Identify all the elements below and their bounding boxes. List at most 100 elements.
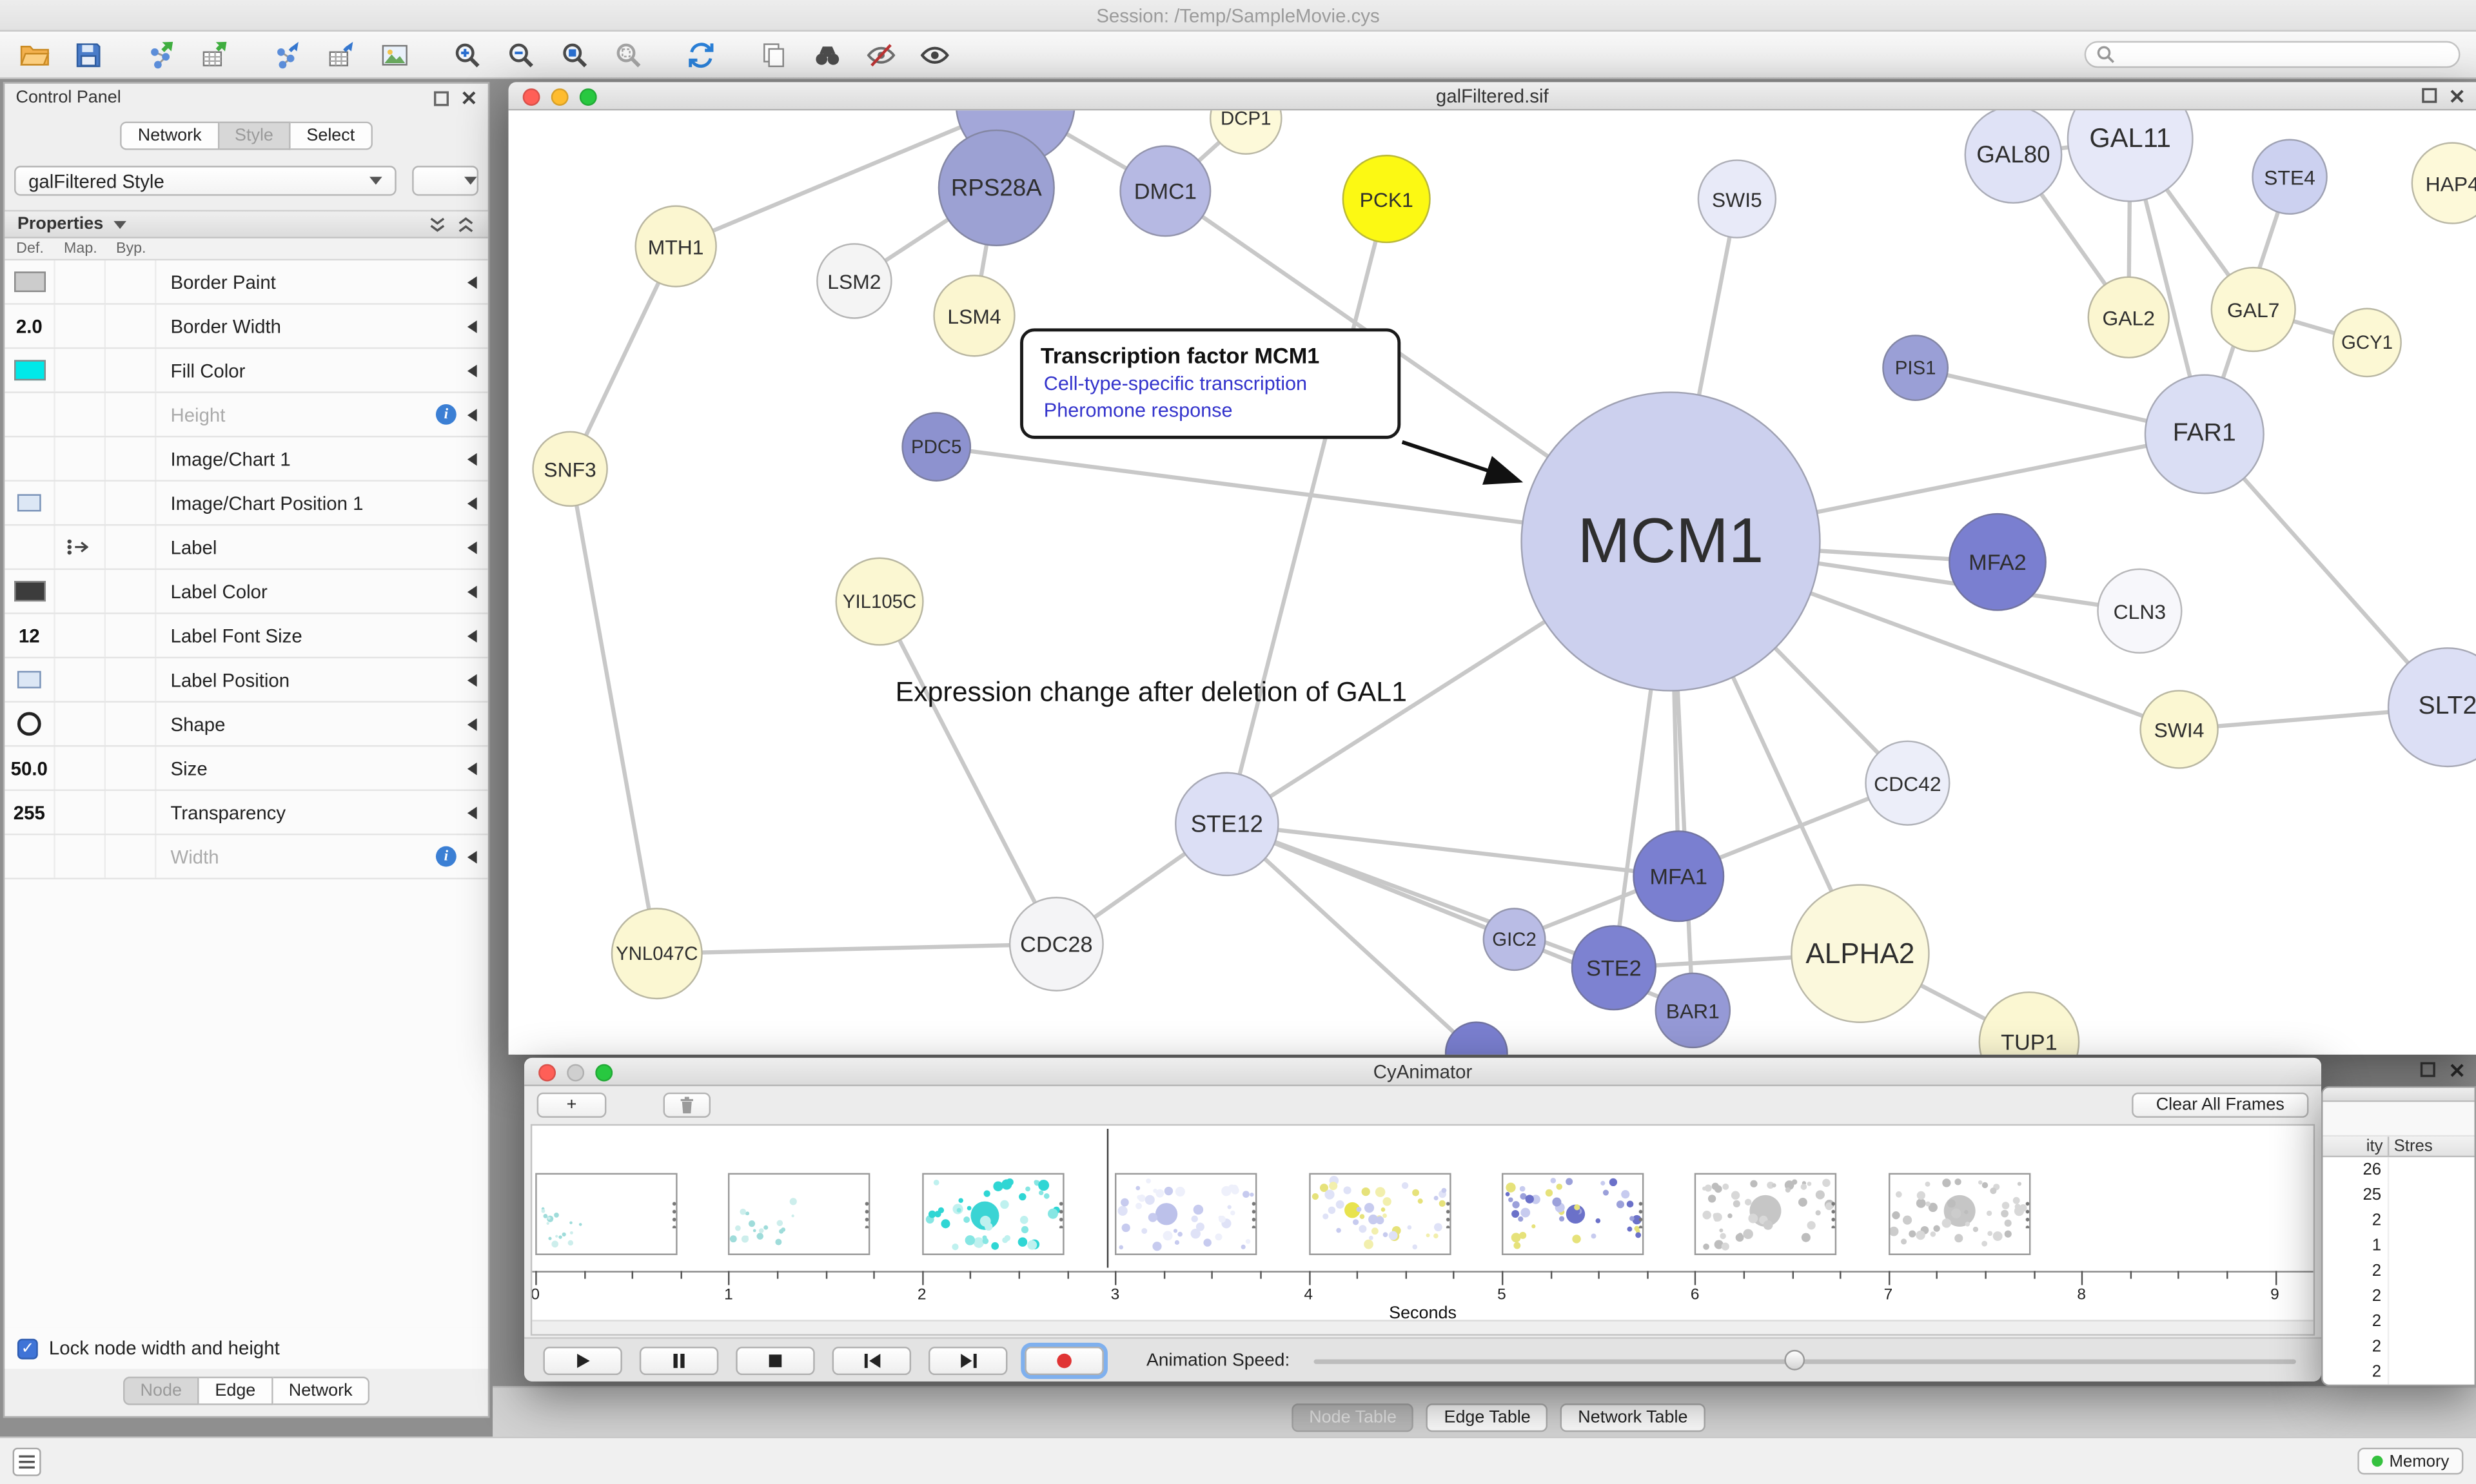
network-node-SLT2[interactable]: SLT2: [2387, 647, 2476, 768]
network-edge-PCK1-STE12[interactable]: [1224, 198, 1389, 825]
color-swatch[interactable]: [13, 360, 45, 381]
refresh-view-icon[interactable]: [682, 35, 720, 73]
save-session-icon[interactable]: [70, 35, 108, 73]
table-row[interactable]: 26: [2323, 1157, 2474, 1183]
network-node-GAL11[interactable]: GAL11: [2067, 110, 2194, 202]
expand-all-icon[interactable]: [457, 215, 475, 233]
close-light-icon[interactable]: [538, 1064, 556, 1082]
network-node-FAR1[interactable]: FAR1: [2144, 374, 2265, 494]
network-node-PCK1[interactable]: PCK1: [1342, 155, 1431, 244]
tab-network-table[interactable]: Network Table: [1560, 1403, 1705, 1432]
import-network-icon[interactable]: [142, 35, 180, 73]
expand-arrow-icon[interactable]: [467, 718, 477, 730]
search-input[interactable]: [2122, 44, 2450, 64]
go-to-start-button[interactable]: [832, 1345, 912, 1374]
table-row[interactable]: 1: [2323, 1233, 2474, 1258]
hide-selected-icon[interactable]: [862, 35, 900, 73]
table-row[interactable]: 2: [2323, 1334, 2474, 1360]
position-widget-icon[interactable]: [17, 494, 41, 512]
export-table-icon[interactable]: [322, 35, 360, 73]
default-value-cell[interactable]: [5, 570, 55, 613]
network-edge-YNL047C-CDC28[interactable]: [656, 942, 1057, 956]
stop-button[interactable]: [736, 1345, 815, 1374]
properties-header[interactable]: Properties: [5, 210, 488, 239]
network-node-MFA2[interactable]: MFA2: [1949, 513, 2047, 611]
mapping-cell[interactable]: [55, 702, 106, 745]
mapping-cell[interactable]: [55, 437, 106, 480]
frame-thumbnail-0[interactable]: [535, 1173, 678, 1255]
network-node-GAL7[interactable]: GAL7: [2210, 266, 2296, 353]
record-button[interactable]: [1025, 1345, 1104, 1374]
close-window-icon[interactable]: [2449, 88, 2464, 103]
property-row-label[interactable]: Label: [5, 525, 488, 571]
network-node-SWI4[interactable]: SWI4: [2139, 690, 2219, 769]
network-node-STE12[interactable]: STE12: [1175, 772, 1279, 877]
property-row-label-position[interactable]: Label Position: [5, 658, 488, 703]
network-node-LSM4[interactable]: LSM4: [933, 275, 1016, 357]
frame-drag-handle[interactable]: [1444, 1200, 1451, 1229]
property-row-fill-color[interactable]: Fill Color: [5, 349, 488, 393]
duplicate-network-icon[interactable]: [755, 35, 793, 73]
network-window-titlebar[interactable]: galFiltered.sif: [508, 82, 2476, 111]
first-neighbors-icon[interactable]: [809, 35, 847, 73]
frame-drag-handle[interactable]: [1831, 1200, 1838, 1229]
export-network-icon[interactable]: [268, 35, 306, 73]
lock-size-checkbox[interactable]: ✓: [17, 1338, 38, 1359]
bypass-cell[interactable]: [106, 304, 157, 347]
frame-drag-handle[interactable]: [1251, 1200, 1257, 1229]
network-node-GIC2[interactable]: GIC2: [1482, 908, 1546, 971]
current-style-dropdown[interactable]: galFiltered Style: [14, 166, 397, 196]
default-value-cell[interactable]: 255: [5, 790, 55, 834]
network-caption-text[interactable]: Expression change after deletion of GAL1: [895, 676, 1407, 708]
expand-arrow-icon[interactable]: [467, 452, 477, 465]
minimize-light-icon[interactable]: [567, 1064, 585, 1082]
float-panel-icon[interactable]: [2419, 1061, 2437, 1079]
close-panel-icon[interactable]: [461, 90, 477, 106]
memory-button[interactable]: Memory: [2357, 1447, 2464, 1475]
default-value-cell[interactable]: 50.0: [5, 747, 55, 790]
network-edge-STE12-MFA1[interactable]: [1226, 822, 1679, 879]
expand-arrow-icon[interactable]: [467, 850, 477, 863]
network-node-DCP1[interactable]: DCP1: [1209, 110, 1282, 155]
bypass-cell[interactable]: [106, 437, 157, 480]
tab-node-table[interactable]: Node Table: [1292, 1403, 1414, 1432]
network-node-PIS1[interactable]: PIS1: [1882, 335, 1949, 402]
timeline-scrollbar[interactable]: [532, 1320, 2314, 1334]
close-panel-icon[interactable]: [2449, 1062, 2464, 1077]
frame-thumbnail-5[interactable]: [1501, 1173, 1644, 1255]
color-swatch[interactable]: [13, 271, 45, 293]
default-value-cell[interactable]: [5, 835, 55, 878]
expand-arrow-icon[interactable]: [467, 806, 477, 819]
expand-arrow-icon[interactable]: [467, 408, 477, 421]
default-value-cell[interactable]: [5, 437, 55, 480]
table-row[interactable]: 25: [2323, 1182, 2474, 1208]
column-header-stress[interactable]: Stres: [2393, 1137, 2433, 1156]
mapping-cell[interactable]: [55, 304, 106, 347]
network-node-CLN3[interactable]: CLN3: [2097, 568, 2183, 654]
pause-button[interactable]: [639, 1345, 719, 1374]
frame-thumbnail-7[interactable]: [1888, 1173, 2030, 1255]
timeline-playhead[interactable]: [1107, 1129, 1109, 1268]
network-edge-STE12-ncut2[interactable]: [1225, 823, 1478, 1055]
bypass-cell[interactable]: [106, 349, 157, 392]
mapping-cell[interactable]: [55, 481, 106, 525]
network-edge-FAR1-SLT2[interactable]: [2203, 433, 2450, 709]
default-value-cell[interactable]: [5, 481, 55, 525]
mapping-cell[interactable]: [55, 790, 106, 834]
float-window-icon[interactable]: [2421, 87, 2438, 104]
zoom-light-icon[interactable]: [579, 88, 597, 106]
lock-size-row[interactable]: ✓ Lock node width and height: [5, 1327, 488, 1369]
network-edge-YIL105C-CDC28[interactable]: [878, 600, 1059, 945]
network-node-TUP1[interactable]: TUP1: [1978, 991, 2080, 1055]
position-widget-icon[interactable]: [17, 670, 41, 688]
frame-thumbnail-1[interactable]: [728, 1173, 871, 1255]
color-swatch[interactable]: [13, 581, 45, 602]
frame-thumbnail-6[interactable]: [1695, 1173, 1838, 1255]
network-node-BAR1[interactable]: BAR1: [1655, 972, 1731, 1049]
expand-arrow-icon[interactable]: [467, 629, 477, 642]
